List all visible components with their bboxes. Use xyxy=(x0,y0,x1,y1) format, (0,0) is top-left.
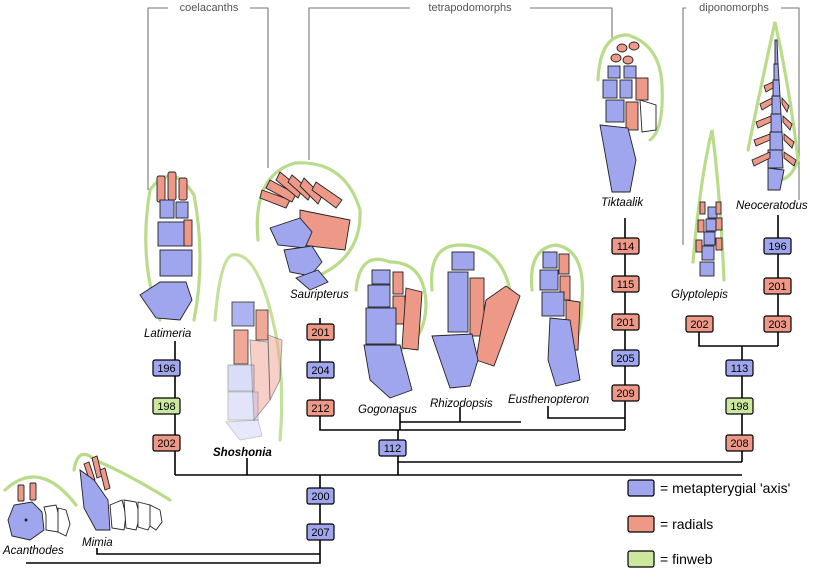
character-box: 207 xyxy=(306,523,335,541)
clade-label-diponomorphs: diponomorphs xyxy=(699,2,769,14)
character-label: 202 xyxy=(157,438,175,450)
clade-bracket-tetrapodomorphs: tetrapodomorphs xyxy=(308,2,613,160)
character-box: 212 xyxy=(306,399,335,417)
character-box: 115 xyxy=(611,275,640,293)
legend-label: = finweb xyxy=(660,551,713,567)
character-box: 209 xyxy=(611,384,640,402)
clade-label-tetrapodomorphs: tetrapodomorphs xyxy=(428,2,512,14)
fin-shoshonia xyxy=(213,253,284,442)
fin-latimeria xyxy=(139,171,202,322)
character-box: 201 xyxy=(763,277,792,295)
legend-swatch xyxy=(627,479,655,497)
character-label: 196 xyxy=(768,241,786,253)
character-label: 202 xyxy=(690,319,708,331)
character-label: 198 xyxy=(157,401,175,413)
character-label: 115 xyxy=(617,279,635,291)
taxon-label-mimia: Mimia xyxy=(82,537,113,549)
fin-mimia xyxy=(72,452,172,531)
character-label: 208 xyxy=(730,438,748,450)
taxon-label-neoceratodus: Neoceratodus xyxy=(736,200,808,212)
fin-gogonasus xyxy=(354,257,428,399)
fin-eusthenopteron xyxy=(529,243,585,387)
taxon-label-sauripterus: Sauripterus xyxy=(290,289,349,301)
taxon-label-gogonasus: Gogonasus xyxy=(358,404,417,416)
taxon-label-acanthodes: Acanthodes xyxy=(2,545,64,557)
legend-swatch xyxy=(627,515,655,533)
character-label: 112 xyxy=(384,443,402,455)
legend-item-radials: = radials xyxy=(627,515,713,533)
character-label: 113 xyxy=(731,363,749,375)
character-box: 196 xyxy=(152,359,181,377)
character-box: 198 xyxy=(725,397,754,415)
character-box: 205 xyxy=(611,349,640,367)
character-label: 205 xyxy=(616,353,634,365)
character-label: 114 xyxy=(617,241,635,253)
character-box: 112 xyxy=(378,439,407,457)
character-label: 201 xyxy=(768,281,786,293)
character-label: 196 xyxy=(157,363,175,375)
taxon-label-latimeria: Latimeria xyxy=(144,328,191,340)
taxon-label-tiktaalik: Tiktaalik xyxy=(601,197,644,209)
taxon-label-glyptolepis: Glyptolepis xyxy=(671,289,728,301)
character-box: 114 xyxy=(611,237,640,255)
taxon-labels: Acanthodes Mimia Latimeria Shoshonia Sau… xyxy=(2,197,808,557)
character-box: 200 xyxy=(306,487,335,505)
taxon-label-shoshonia: Shoshonia xyxy=(213,447,272,459)
character-label: 207 xyxy=(311,527,329,539)
character-box: 208 xyxy=(725,434,754,452)
character-box: 203 xyxy=(763,315,792,333)
character-box: 201 xyxy=(611,313,640,331)
legend-label: = radials xyxy=(660,516,713,532)
legend-swatch xyxy=(627,550,655,568)
character-box: 204 xyxy=(306,361,335,379)
character-boxes: 200 207 196 198 202 201 204 212 xyxy=(152,237,792,541)
fin-acanthodes xyxy=(3,475,78,541)
character-label: 201 xyxy=(311,327,329,339)
character-label: 200 xyxy=(311,491,329,503)
clade-bracket-diponomorphs: diponomorphs xyxy=(682,2,800,245)
character-label: 198 xyxy=(730,401,748,413)
character-box: 202 xyxy=(152,434,181,452)
legend-item-finweb: = finweb xyxy=(627,550,713,568)
character-label: 212 xyxy=(311,403,329,415)
taxon-label-eusthenopteron: Eusthenopteron xyxy=(508,394,589,406)
character-box: 196 xyxy=(763,237,792,255)
fin-glyptolepis xyxy=(691,129,726,282)
fin-neoceratodus xyxy=(746,21,800,191)
character-box: 113 xyxy=(725,359,754,377)
character-label: 204 xyxy=(311,365,329,377)
legend-label: = metapterygial 'axis' xyxy=(660,480,790,496)
character-label: 209 xyxy=(616,388,634,400)
clade-bracket-coelacanths: coelacanths xyxy=(147,2,269,190)
character-label: 201 xyxy=(616,317,634,329)
legend-item-axis: = metapterygial 'axis' xyxy=(627,479,790,497)
legend: = metapterygial 'axis' = radials = finwe… xyxy=(627,479,790,568)
character-label: 203 xyxy=(768,319,786,331)
fin-sauripterus xyxy=(255,161,362,291)
fin-tiktaalik xyxy=(596,33,664,193)
character-box: 198 xyxy=(152,397,181,415)
character-box: 202 xyxy=(685,315,714,333)
character-box: 201 xyxy=(306,323,335,341)
taxon-label-rhizodopsis: Rhizodopsis xyxy=(430,398,493,410)
clade-label-coelacanths: coelacanths xyxy=(180,2,239,14)
fin-rhizodopsis xyxy=(429,243,521,389)
